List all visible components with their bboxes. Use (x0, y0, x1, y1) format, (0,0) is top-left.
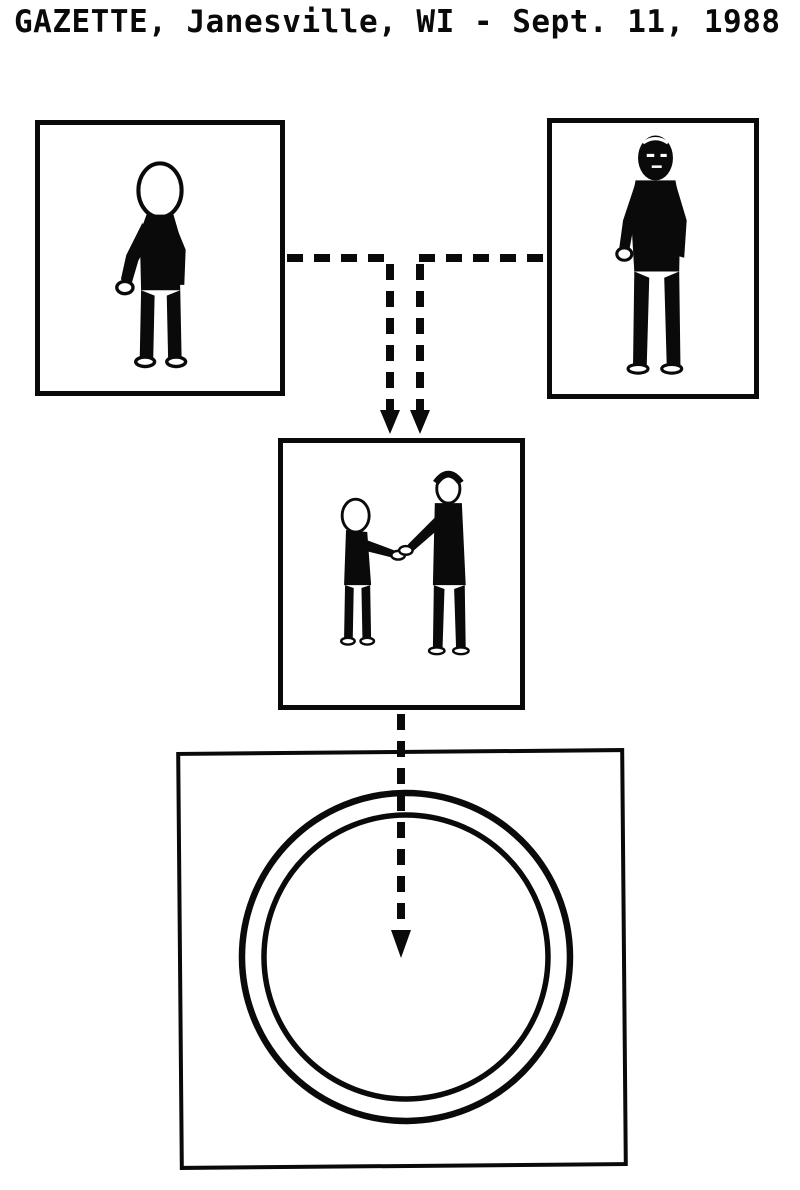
page-title: GAZETTE, Janesville, WI - Sept. 11, 1988 (14, 4, 781, 40)
arrowhead-left (380, 410, 400, 434)
two-figures-meeting-icon (339, 470, 470, 656)
meeting-box (278, 438, 525, 710)
small-humanoid-silhouette-icon (115, 161, 188, 369)
double-concentric-ring-icon (238, 789, 574, 1125)
rings-box (176, 748, 628, 1170)
small-being-box (35, 120, 285, 396)
arrowhead-right (410, 410, 430, 434)
tall-humanoid-silhouette-icon (615, 135, 687, 375)
tall-being-box (547, 118, 759, 399)
